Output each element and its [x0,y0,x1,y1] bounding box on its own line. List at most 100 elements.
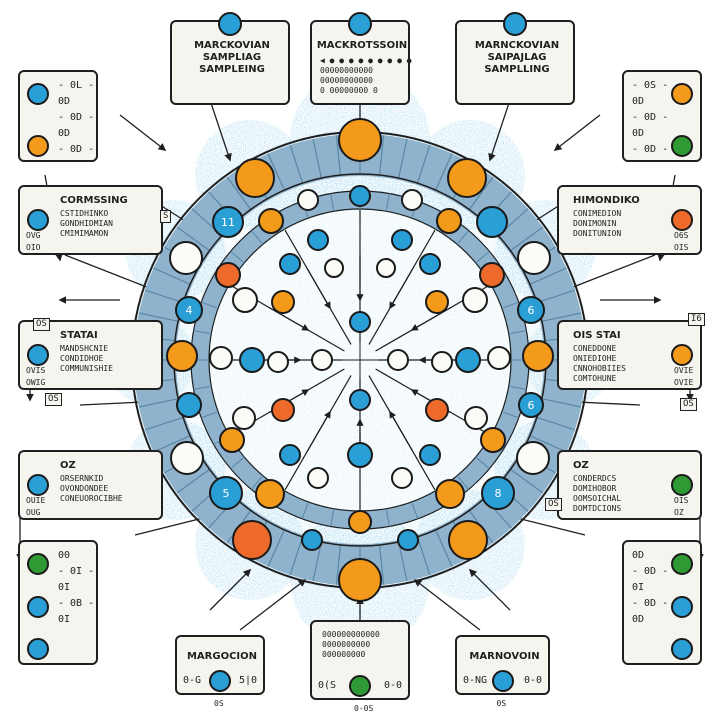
graph-node [479,262,505,288]
panel-line: CSTIDHINKO [60,209,109,218]
ring-segment [289,144,304,184]
panel-title: OZ [60,460,76,471]
panel-title: MARNOVOIN [469,651,540,662]
inner-segment [475,456,490,470]
graph-node [391,467,413,489]
graph-node [232,520,272,560]
panel-line: DOMIHOBOR [573,484,617,493]
panel-row: 0D [632,614,645,625]
inner-segment [230,250,245,264]
panel-title: SAMPLIAG [202,52,262,63]
side-panel-node [27,638,49,660]
node-label: 5 [223,487,230,500]
panel-row: 0D [632,550,645,561]
graph-node [271,398,295,422]
graph-node [348,510,372,534]
inner-segment [330,508,335,527]
ring-segment [468,176,494,210]
panel-code: 00000000000 [320,76,373,85]
graph-node [232,406,256,430]
graph-node [518,392,544,418]
graph-node [215,262,241,288]
side-panel-node [671,553,693,575]
side-panel-node [27,135,49,157]
panel-title: MARGOCION [186,651,258,662]
panel-foot: OZ [674,508,684,517]
panel-title: SAMPLEING [199,64,265,75]
ring-segment [138,398,179,408]
graph-node [462,287,488,313]
graph-node [279,253,301,275]
ring-segment [176,226,210,252]
inner-segment [330,193,335,212]
panel-line: CNNOHOBIIES [573,364,626,373]
side-panel-node [27,344,49,366]
ring-segment [267,529,285,567]
panel-foot: OIS [674,243,689,252]
top-panel-node [503,12,527,36]
ring-segment [510,468,544,494]
graph-node [338,118,382,162]
graph-node [464,406,488,430]
side-panel-node [27,595,49,618]
panel-line: CONEDDONE [573,344,617,353]
panel-line: DOMTDCIONS [573,504,622,513]
panel-line: CONDERDCS [573,474,617,483]
panel-line: CONEUOROCIBHE [60,494,123,503]
spoke-arrow [389,410,414,452]
ring-segment [398,138,408,179]
panel-foot: OVIE [674,366,694,375]
graph-node [349,311,371,333]
side-panel-node [671,83,693,105]
graph-node [175,296,203,324]
inner-segment [250,475,264,490]
panel-row: 0D [58,128,71,139]
inner-segment [193,385,212,390]
panel-line: ONIEDIOHE [573,354,617,363]
panel-line: ORSERNKID [60,474,104,483]
graph-node [212,206,244,238]
panel-row: - 0D - [632,598,669,609]
side-badge: OS [545,498,562,511]
side-badge: I6 [688,313,705,326]
panel-line: CONIMEDION [573,209,622,218]
connector-arrow [413,579,481,631]
graph-node [436,208,462,234]
bottom-panel-node [491,670,514,692]
connector-arrow [468,568,511,611]
graph-node [307,467,329,489]
inner-segment [411,501,419,519]
side-panel-node [671,474,693,496]
graph-node [176,392,202,418]
panel-row: - 0B - [58,598,95,609]
bottom-panel-node [349,675,371,697]
graph-node [397,529,419,551]
panel-code-left: 0-G [183,675,202,686]
panel-foot: OVIS [26,366,46,375]
side-panel-node [671,638,693,660]
side-panel-node [671,135,693,157]
ring-segment [435,529,453,567]
panel-title: CORMSSING [60,195,128,206]
side-panel-node [27,553,49,575]
graph-node [170,441,204,475]
graph-node [166,340,198,372]
inner-segment [301,501,309,519]
panel-title: SAIPAJLAG [487,52,547,63]
graph-node [271,290,295,314]
panel-code-right: 0-0 [383,680,402,691]
panel-title: MACKROTSSOIN [316,40,408,51]
connector-arrow [553,114,601,151]
panel-row: 00 [58,550,71,561]
inner-segment [501,411,519,419]
side-badge: S [160,210,172,223]
top-panel-node [218,12,242,36]
panel-title: SAMPLLING [484,64,550,75]
right-panel: - 0S -0D- 0D -0D- 0D - [622,70,702,162]
ring-segment [398,541,408,582]
graph-node [307,229,329,251]
ring-segment [153,435,191,453]
side-badge: OS [680,398,697,411]
